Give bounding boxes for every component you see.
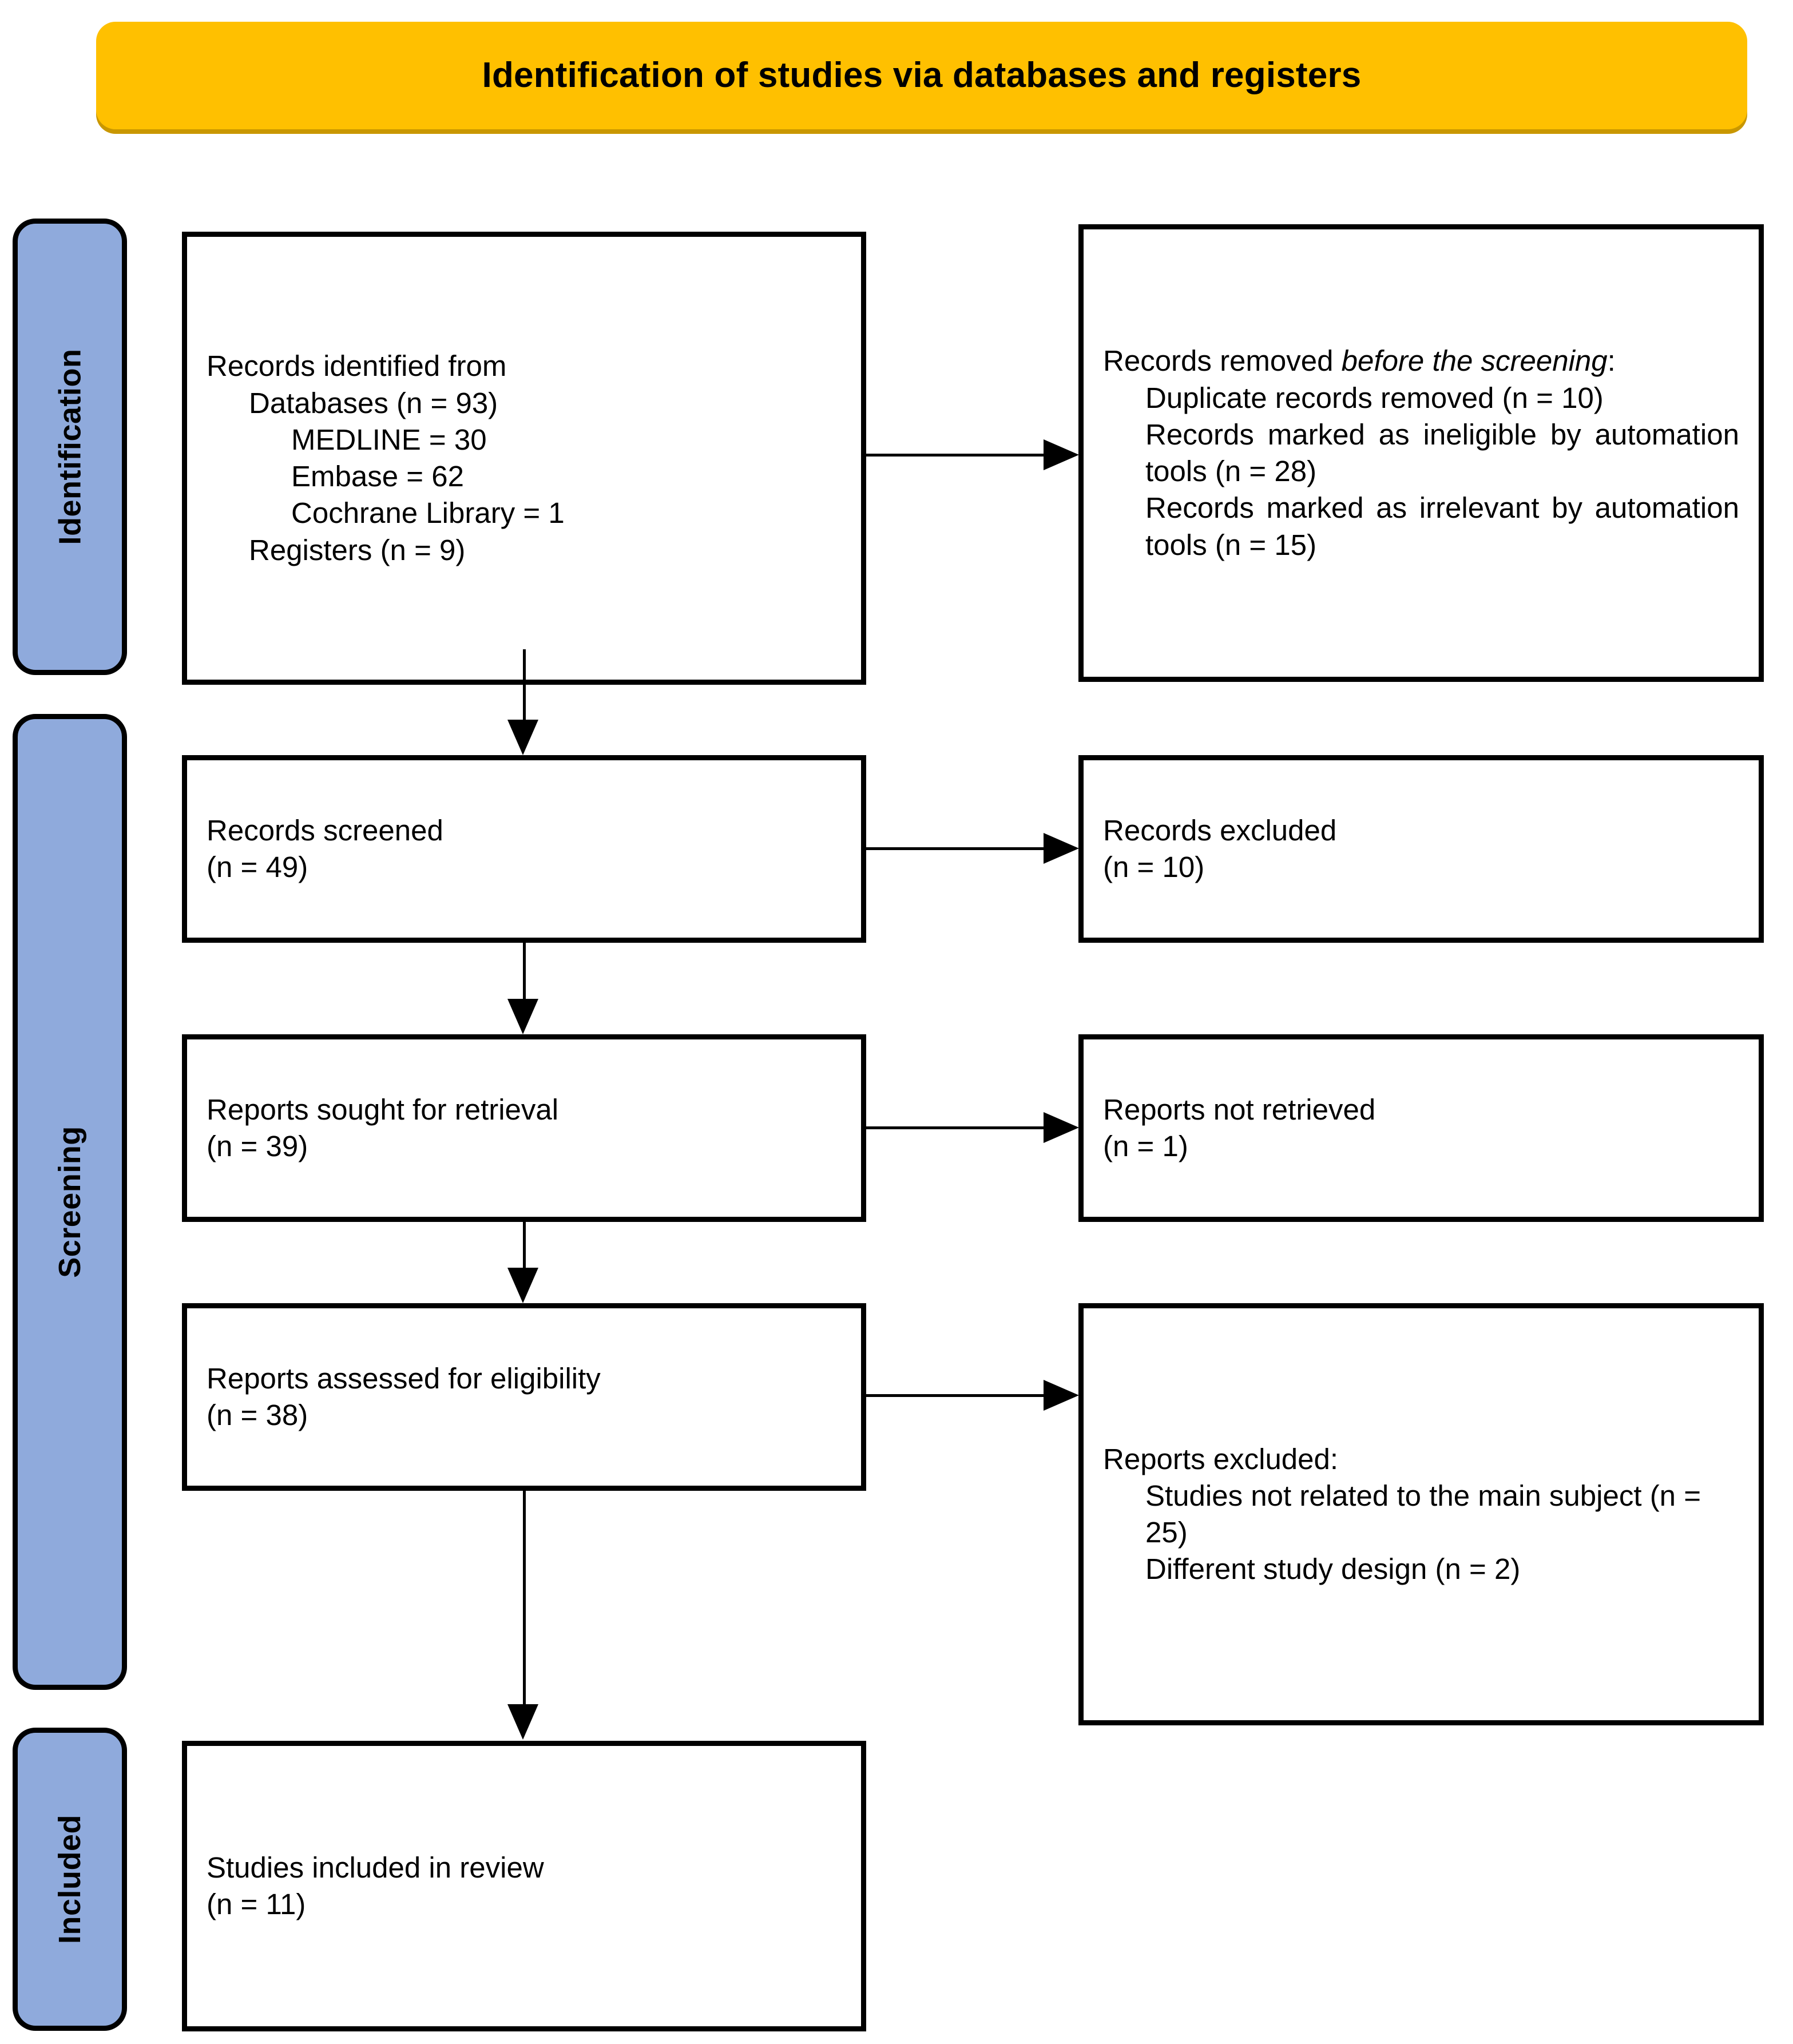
arrowhead-screened-to-sought [507,999,538,1034]
stage-label-identification: Identification [13,219,127,675]
box-reports-not-retrieved: Reports not retrieved (n = 1) [1078,1034,1764,1222]
box-reports-excluded: Reports excluded: Studies not related to… [1078,1303,1764,1725]
connector-assessed-to-reports-excluded [866,1394,1044,1397]
arrowhead-identified-to-screened [507,720,538,755]
arrowhead-assessed-to-reports-excluded [1044,1380,1079,1411]
records-screened-line-1: Records screened [207,813,443,847]
box-records-identified: Records identified from Databases (n = 9… [182,232,866,685]
reports-not-retrieved-line-1: Reports not retrieved [1103,1093,1376,1126]
stage-label-included-text: Included [53,1814,88,1944]
arrowhead-screened-to-records-excluded [1044,833,1079,864]
reports-sought-line-1: Reports sought for retrieval [207,1093,559,1126]
box-records-screened: Records screened (n = 49) [182,755,866,943]
box-records-excluded: Records excluded (n = 10) [1078,755,1764,943]
records-excluded-line-1: Records excluded [1103,813,1337,847]
reports-excluded-line-1: Reports excluded: [1103,1442,1339,1475]
studies-included-line-1: Studies included in review [207,1851,544,1884]
records-removed-line-3: Records marked as ineligible by automati… [1145,418,1739,487]
records-identified-line-4: Embase = 62 [291,460,464,493]
connector-screened-to-records-excluded [866,847,1044,850]
records-identified-line-5: Cochrane Library = 1 [291,497,565,530]
stage-label-screening: Screening [13,714,127,1690]
box-records-removed: Records removed before the screening: Du… [1078,224,1764,682]
arrowhead-assessed-to-included [507,1704,538,1740]
connector-assessed-to-included [523,1491,526,1705]
reports-excluded-line-3: Different study design (n = 2) [1145,1553,1521,1586]
reports-assessed-line-2: (n = 38) [207,1399,308,1431]
diagram-header-banner: Identification of studies via databases … [96,22,1747,129]
connector-sought-to-assessed [523,1222,526,1269]
arrowhead-sought-to-not-retrieved [1044,1112,1079,1143]
stage-label-identification-text: Identification [53,348,87,545]
records-identified-line-2: Databases (n = 93) [249,386,498,419]
connector-identified-to-screened [523,649,526,722]
records-excluded-line-2: (n = 10) [1103,851,1205,883]
reports-not-retrieved-line-2: (n = 1) [1103,1130,1188,1162]
records-removed-heading-a: Records removed [1103,344,1342,378]
records-removed-line-4: Records marked as irrelevant by automati… [1145,491,1739,561]
arrowhead-sought-to-assessed [507,1268,538,1303]
arrowhead-identified-to-removed [1044,439,1079,470]
page-title: Identification of studies via databases … [482,55,1362,95]
records-identified-line-6: Registers (n = 9) [249,533,466,566]
records-screened-line-2: (n = 49) [207,851,308,883]
connector-identified-to-removed [866,454,1044,457]
records-removed-heading: Records removed before the screening: [1103,343,1739,379]
records-removed-heading-c: : [1607,344,1616,378]
reports-sought-line-2: (n = 39) [207,1130,308,1162]
reports-excluded-line-2: Studies not related to the main subject … [1145,1479,1701,1549]
records-removed-line-2: Duplicate records removed (n = 10) [1145,381,1604,414]
box-reports-sought: Reports sought for retrieval (n = 39) [182,1034,866,1222]
box-studies-included: Studies included in review (n = 11) [182,1741,866,2031]
records-identified-line-1: Records identified from [207,350,507,383]
records-removed-heading-italic: before the screening [1341,344,1608,378]
connector-sought-to-not-retrieved [866,1126,1044,1129]
reports-assessed-line-1: Reports assessed for eligibility [207,1362,601,1395]
stage-label-screening-text: Screening [53,1126,87,1278]
stage-label-included: Included [13,1728,127,2031]
records-identified-line-3: MEDLINE = 30 [291,423,487,456]
connector-screened-to-sought [523,943,526,1000]
box-reports-assessed: Reports assessed for eligibility (n = 38… [182,1303,866,1491]
studies-included-line-2: (n = 11) [207,1888,306,1920]
